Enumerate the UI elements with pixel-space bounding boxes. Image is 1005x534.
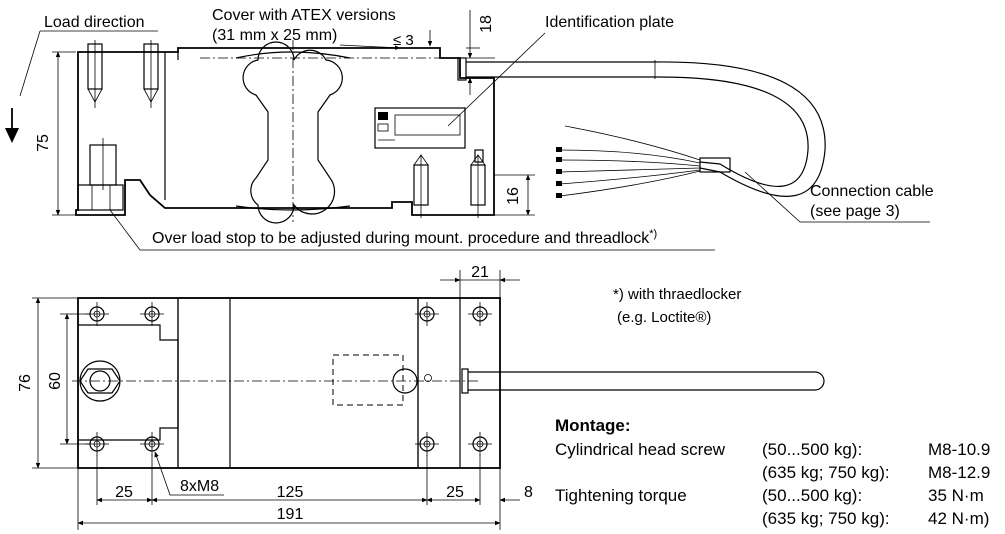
dimension-18: 18 xyxy=(466,10,495,95)
montage-row3-label: Tightening torque xyxy=(555,486,687,505)
dimension-75-label: 75 xyxy=(35,134,52,152)
dimension-60: 60 xyxy=(47,313,90,445)
side-view: Load direction xyxy=(5,7,934,251)
connection-cable xyxy=(466,60,826,198)
base-plate-outline xyxy=(77,297,501,469)
dimension-16-label: 16 xyxy=(505,187,522,205)
identification-plate-label: Identification plate xyxy=(545,14,674,31)
footnote-line1: *) with thraedlocker xyxy=(613,286,741,303)
mounting-screw-top-right xyxy=(143,40,159,108)
cover-label-line2: (31 mm x 25 mm) xyxy=(212,27,337,44)
cover-label-line1: Cover with ATEX versions xyxy=(212,7,396,24)
montage-table: Montage: Cylindrical head screw (50...50… xyxy=(555,416,990,528)
footnote: *) with thraedlocker (e.g. Loctite®) xyxy=(613,286,741,326)
bolt-hole-4 xyxy=(140,432,164,456)
dimension-75: 75 xyxy=(35,51,76,216)
montage-title: Montage: xyxy=(555,416,631,435)
montage-row1-value: M8-10.9 xyxy=(928,440,990,459)
load-direction-label: Load direction xyxy=(44,14,145,31)
top-view: 21 76 60 8xM8 xyxy=(17,264,825,530)
overload-stop-label: Over load stop to be adjusted during mou… xyxy=(152,228,657,247)
dimension-21-label: 21 xyxy=(471,264,489,281)
bolt-hole-5 xyxy=(415,302,439,326)
dimension-18-label: 18 xyxy=(478,15,495,33)
screw-count-label: 8xM8 xyxy=(180,478,219,495)
load-cell-body xyxy=(75,40,495,224)
dimension-21: 21 xyxy=(440,264,520,298)
dimension-76: 76 xyxy=(17,297,78,469)
dimension-76-label: 76 xyxy=(17,374,34,392)
montage-row4-range: (635 kg; 750 kg): xyxy=(762,509,890,528)
dimension-16: 16 xyxy=(494,174,535,216)
montage-row3-value: 35 N·m xyxy=(928,486,984,505)
identification-plate xyxy=(374,107,466,149)
dimension-60-label: 60 xyxy=(47,372,64,390)
footnote-line2: (e.g. Loctite®) xyxy=(617,309,711,326)
dimension-191-label: 191 xyxy=(277,506,304,523)
bolt-hole-8 xyxy=(468,432,492,456)
overload-stop-footnote-mark: *) xyxy=(649,228,657,240)
hatched-section xyxy=(229,297,419,469)
bolt-hole-6 xyxy=(468,302,492,326)
dimension-25-left-label: 25 xyxy=(115,484,133,501)
montage-row1-range: (50...500 kg): xyxy=(762,440,862,459)
bolt-hole-7 xyxy=(415,432,439,456)
bolt-hole-2 xyxy=(140,302,164,326)
dimension-chain-bottom: 25 125 25 8 191 xyxy=(77,455,533,530)
connection-cable-label-line2: (see page 3) xyxy=(810,203,900,220)
cover-gap-label: ≤ 3 xyxy=(393,32,414,49)
mounting-screw-bottom-left xyxy=(413,154,429,218)
strain-gauge-cutout xyxy=(242,40,343,224)
montage-row2-range: (635 kg; 750 kg): xyxy=(762,463,890,482)
load-direction-arrow xyxy=(5,108,19,143)
montage-row3-range: (50...500 kg): xyxy=(762,486,862,505)
dimension-8-label: 8 xyxy=(524,484,533,501)
mounting-screw-top-left xyxy=(87,40,103,108)
dimension-125-label: 125 xyxy=(277,484,304,501)
montage-row2-value: M8-12.9 xyxy=(928,463,990,482)
dimension-25-right-label: 25 xyxy=(446,484,464,501)
connection-cable-label-line1: Connection cable xyxy=(810,183,934,200)
montage-row1-label: Cylindrical head screw xyxy=(555,440,726,459)
overload-stop-screw xyxy=(77,138,124,211)
montage-row4-value: 42 N·m) xyxy=(928,509,989,528)
mounting-screw-bottom-right xyxy=(470,154,486,218)
